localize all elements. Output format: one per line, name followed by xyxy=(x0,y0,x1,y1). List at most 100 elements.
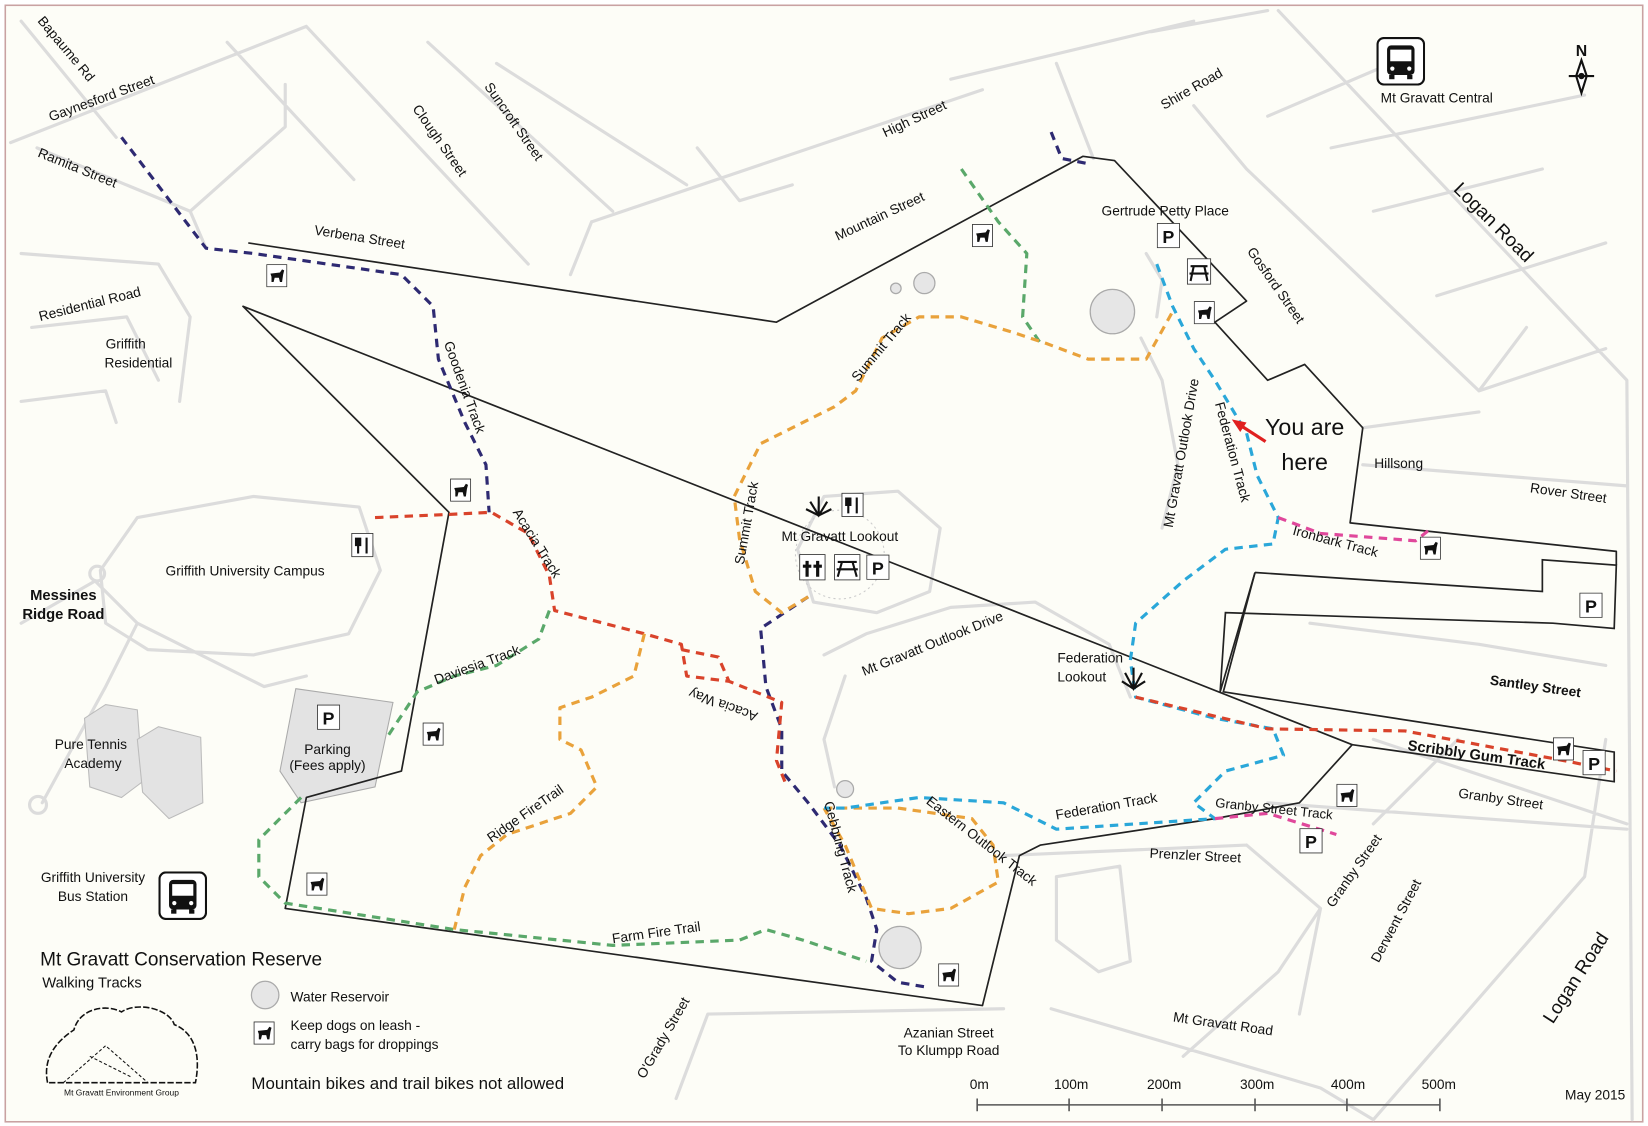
santley-block-outline xyxy=(1222,572,1616,783)
acacia-track-line[interactable] xyxy=(374,510,789,788)
svg-text:Mt Gravatt Environment Group: Mt Gravatt Environment Group xyxy=(64,1087,179,1097)
svg-text:P: P xyxy=(1162,227,1174,247)
water-reservoir xyxy=(913,271,936,295)
legend: Mt Gravatt Conservation Reserve Walking … xyxy=(40,949,564,1097)
tennis-court xyxy=(136,726,204,820)
dog-leash-icon xyxy=(1552,737,1575,761)
street-label: Prenzler Street xyxy=(1149,846,1241,866)
place-label: Parking xyxy=(304,742,351,757)
street-label: Messines xyxy=(30,588,96,604)
street-network xyxy=(8,8,1634,1122)
green-track-north[interactable] xyxy=(960,168,1042,345)
dog-leash-icon xyxy=(266,264,288,288)
reserve-boundary xyxy=(242,155,1618,1007)
lookout-icon xyxy=(805,496,832,518)
place-label: Gertrude Petty Place xyxy=(1102,203,1230,218)
dog-leash-icon xyxy=(422,722,444,746)
place-label: Pure Tennis xyxy=(55,737,127,752)
svg-text:N: N xyxy=(1576,43,1587,60)
picnic-table-icon xyxy=(1186,258,1212,285)
parking-icon: P xyxy=(1299,828,1323,854)
place-label: Bus Station xyxy=(58,889,128,904)
scale-label: 200m xyxy=(1147,1077,1181,1092)
dog-leash-icon xyxy=(450,478,472,502)
bus-icon xyxy=(1376,36,1426,86)
parking-icon: P xyxy=(866,554,890,580)
place-label: Lookout xyxy=(1057,669,1106,684)
dog-leash-icon xyxy=(938,963,960,987)
svg-text:here: here xyxy=(1281,449,1327,475)
gebbung-track-line[interactable] xyxy=(759,595,930,990)
dog-leash-icon xyxy=(971,223,994,248)
dog-leash-icon xyxy=(1193,301,1215,325)
you-are-here-marker: You are here xyxy=(1231,414,1344,475)
dog-leash-icon xyxy=(253,1021,275,1045)
parking-icon: P xyxy=(1579,592,1603,618)
lookout-icon xyxy=(1121,667,1146,691)
toilets-icon xyxy=(799,554,826,581)
legend-dogs-line1: Keep dogs on leash - xyxy=(291,1018,421,1033)
scale-label: 500m xyxy=(1422,1077,1456,1092)
place-labels: Gertrude Petty Place Mt Gravatt Central … xyxy=(41,90,1493,904)
svg-text:P: P xyxy=(1588,754,1600,774)
svg-text:You are: You are xyxy=(1265,414,1344,440)
street-label: To Klumpp Road xyxy=(898,1043,999,1058)
dog-leash-icon xyxy=(306,872,328,896)
place-label: Hillsong xyxy=(1374,456,1423,471)
parking-icon: P xyxy=(1582,750,1606,776)
map-subtitle: Walking Tracks xyxy=(42,976,142,992)
parking-icon: P xyxy=(317,704,341,730)
water-reservoir xyxy=(1089,288,1136,335)
purple-track-north[interactable] xyxy=(1049,131,1089,166)
scale-label: 0m xyxy=(970,1077,989,1092)
legend-dogs-line2: carry bags for droppings xyxy=(291,1037,439,1052)
ridge-fire-trail-line[interactable] xyxy=(452,633,646,930)
water-reservoir xyxy=(836,779,855,799)
place-label: Mt Gravatt Central xyxy=(1381,90,1493,105)
scale-label: 100m xyxy=(1054,1077,1088,1092)
svg-text:P: P xyxy=(323,709,335,729)
parking-icon: P xyxy=(1156,222,1180,249)
svg-text:P: P xyxy=(872,559,884,579)
restaurant-icon xyxy=(351,533,374,558)
goodenia-track-line[interactable] xyxy=(120,136,491,513)
street-label: Azanian Street xyxy=(904,1025,994,1040)
place-label: Academy xyxy=(64,756,121,771)
bus-icon xyxy=(158,871,208,921)
place-label: Mt Gravatt Lookout xyxy=(782,529,899,544)
scale-label: 400m xyxy=(1331,1077,1365,1092)
svg-text:P: P xyxy=(1585,597,1597,617)
legend-bikes: Mountain bikes and trail bikes not allow… xyxy=(251,1074,564,1093)
farm-fire-trail-line[interactable] xyxy=(257,796,867,963)
water-reservoir-legend-icon xyxy=(250,980,280,1010)
picnic-table-icon xyxy=(834,554,861,581)
map-title: Mt Gravatt Conservation Reserve xyxy=(40,949,322,970)
place-label: Federation xyxy=(1057,650,1123,665)
svg-text:P: P xyxy=(1305,832,1317,852)
eastern-outlook-track-line[interactable] xyxy=(822,806,1000,916)
water-reservoir xyxy=(878,925,922,970)
granby-street-track-line[interactable] xyxy=(1214,811,1337,836)
lookout-area xyxy=(794,509,885,600)
place-label: (Fees apply) xyxy=(289,758,365,773)
place-label: Griffith University Campus xyxy=(166,564,325,579)
water-reservoir xyxy=(889,282,902,295)
map-date: May 2015 xyxy=(1565,1088,1626,1103)
dog-leash-icon xyxy=(1419,536,1441,560)
legend-water-reservoir: Water Reservoir xyxy=(291,989,390,1004)
restaurant-icon xyxy=(841,492,864,517)
dog-leash-icon xyxy=(1336,783,1358,808)
scale-bar: 0m 100m 200m 300m 400m 500m xyxy=(970,1077,1456,1112)
place-label: Residential xyxy=(104,356,172,371)
parking-area xyxy=(279,688,394,804)
ironbark-track-line[interactable] xyxy=(1277,516,1433,543)
street-label: Ridge Road xyxy=(22,607,104,623)
scale-label: 300m xyxy=(1240,1077,1274,1092)
north-arrow: N xyxy=(1568,43,1595,97)
place-label: Griffith University xyxy=(41,870,145,885)
environment-group-logo: Mt Gravatt Environment Group xyxy=(45,1006,199,1097)
summit-track-line[interactable] xyxy=(732,310,1175,615)
scribbly-gum-track-line[interactable] xyxy=(1135,695,1617,773)
place-label: Griffith xyxy=(106,337,146,352)
